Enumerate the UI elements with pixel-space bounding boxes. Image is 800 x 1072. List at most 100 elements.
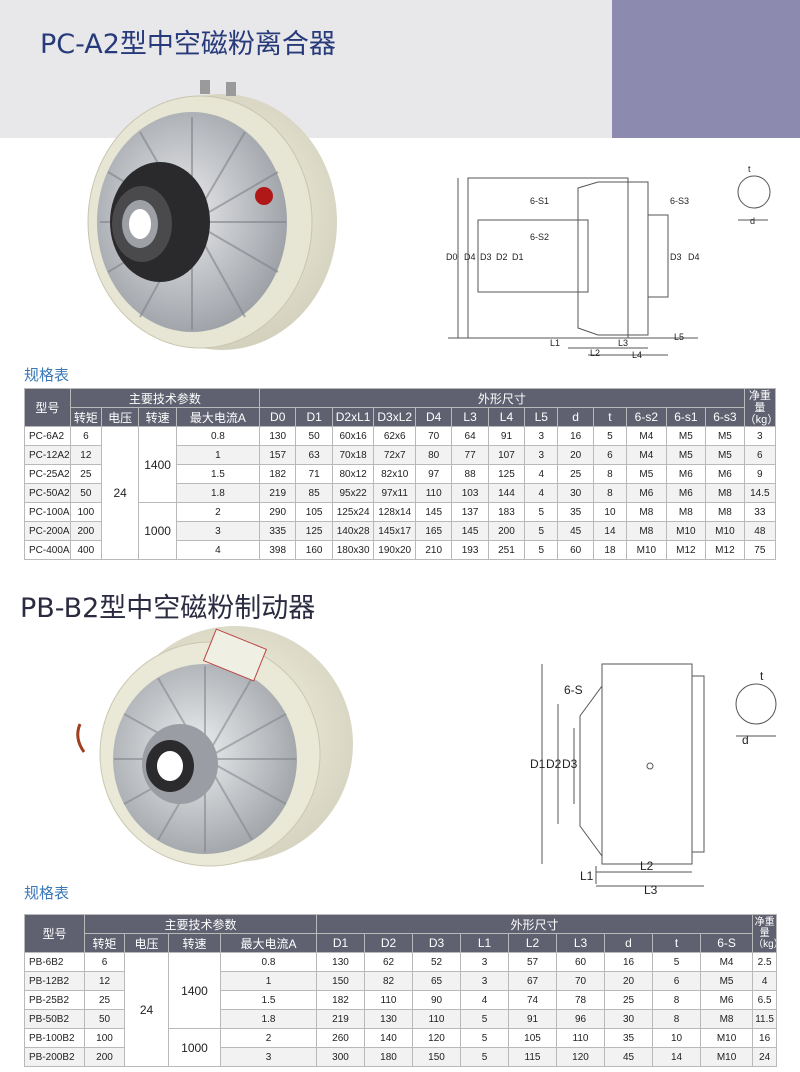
th-tech: 主要技术参数 bbox=[69, 388, 261, 408]
table-cell: 97 bbox=[414, 464, 453, 484]
table-cell: 219 bbox=[259, 483, 297, 503]
table-cell: 80 bbox=[414, 445, 453, 465]
voltage-cell: 24 bbox=[124, 952, 169, 1067]
table-cell: 14 bbox=[592, 521, 628, 541]
th-dim-col: 6-s1 bbox=[665, 407, 707, 427]
drawing-b-label: 6-S bbox=[564, 683, 583, 697]
table-cell: 96 bbox=[556, 1009, 606, 1029]
table-cell: 97x11 bbox=[373, 483, 416, 503]
th-dim-col: d bbox=[557, 407, 594, 427]
drawing-a-label: D3 bbox=[480, 252, 492, 262]
th-dim-col: D1 bbox=[316, 933, 366, 953]
table-cell: 145x17 bbox=[373, 521, 416, 541]
table-cell: 85 bbox=[295, 483, 333, 503]
table-cell: 157 bbox=[259, 445, 297, 465]
table-cell: 193 bbox=[451, 540, 489, 560]
drawing-b-label: L3 bbox=[644, 883, 658, 896]
speed-cell: 1000 bbox=[138, 502, 177, 560]
table-cell: M5 bbox=[705, 426, 745, 446]
th-weight: 净重量（kg） bbox=[743, 388, 777, 427]
table-cell: 25 bbox=[69, 464, 102, 484]
table-cell: 1 bbox=[219, 971, 318, 991]
table-cell: 25 bbox=[557, 464, 594, 484]
table-cell: 4 bbox=[752, 971, 778, 991]
table-cell: 74 bbox=[508, 990, 558, 1010]
th-dims: 外形尺寸 bbox=[316, 914, 754, 934]
table-cell: 70 bbox=[556, 971, 606, 991]
table-cell: PB-12B2 bbox=[24, 971, 85, 991]
th-model: 型号 bbox=[24, 914, 85, 953]
table-cell: 2.5 bbox=[752, 952, 778, 972]
table-cell: M4 bbox=[700, 952, 754, 972]
table-cell: 130 bbox=[316, 952, 366, 972]
table-cell: M10 bbox=[626, 540, 667, 560]
table-cell: 115 bbox=[508, 1047, 558, 1067]
table-cell: 105 bbox=[295, 502, 333, 522]
table-cell: 110 bbox=[556, 1028, 606, 1048]
table-cell: 260 bbox=[316, 1028, 366, 1048]
table-cell: 140x28 bbox=[331, 521, 375, 541]
table-cell: 335 bbox=[259, 521, 297, 541]
table-cell: 130 bbox=[259, 426, 297, 446]
table-cell: 16 bbox=[557, 426, 594, 446]
table-cell: 52 bbox=[412, 952, 462, 972]
table-cell: 210 bbox=[414, 540, 453, 560]
table-cell: M6 bbox=[705, 464, 745, 484]
table-cell: 398 bbox=[259, 540, 297, 560]
table-cell: 290 bbox=[259, 502, 297, 522]
table-cell: PC-100A2 bbox=[24, 502, 71, 522]
table-cell: PB-50B2 bbox=[24, 1009, 85, 1029]
table-cell: 4 bbox=[524, 483, 559, 503]
table-cell: 82x10 bbox=[373, 464, 416, 484]
th-speed: 转速 bbox=[138, 407, 177, 427]
table-cell: 64 bbox=[451, 426, 489, 446]
drawing-b-label: L1 bbox=[580, 869, 594, 883]
table-row: PC-100A210010002290105125x24128x14145137… bbox=[24, 502, 777, 560]
table-cell: 8 bbox=[652, 1009, 702, 1029]
table-cell: 3 bbox=[743, 426, 777, 446]
table-cell: 145 bbox=[451, 521, 489, 541]
table-cell: M10 bbox=[700, 1028, 754, 1048]
drawing-a-label: 6-S1 bbox=[530, 196, 549, 206]
table-cell: 190x20 bbox=[373, 540, 416, 560]
table-cell: 35 bbox=[557, 502, 594, 522]
table-cell: 165 bbox=[414, 521, 453, 541]
table-cell: 107 bbox=[487, 445, 526, 465]
table-cell: 180x30 bbox=[331, 540, 375, 560]
table-cell: 5 bbox=[524, 502, 559, 522]
table-cell: 20 bbox=[604, 971, 654, 991]
table-cell: 2 bbox=[219, 1028, 318, 1048]
table-cell: 70 bbox=[414, 426, 453, 446]
header-accent-block bbox=[612, 0, 800, 138]
th-dim-col: D2xL1 bbox=[331, 407, 375, 427]
drawing-a-label: D2 bbox=[496, 252, 508, 262]
table-cell: 80x12 bbox=[331, 464, 375, 484]
table-cell: 5 bbox=[460, 1028, 510, 1048]
table-cell: 137 bbox=[451, 502, 489, 522]
speed-cell: 1000 bbox=[168, 1028, 221, 1067]
th-dims: 外形尺寸 bbox=[259, 388, 745, 408]
table-cell: 5 bbox=[524, 521, 559, 541]
table-cell: 400 bbox=[69, 540, 102, 560]
drawing-a-label: 6-S3 bbox=[670, 196, 689, 206]
table-cell: 180 bbox=[364, 1047, 414, 1067]
table-cell: 4 bbox=[460, 990, 510, 1010]
drawing-b-label: D2 bbox=[546, 757, 562, 771]
table-cell: 48 bbox=[743, 521, 777, 541]
drawing-a-label: 6-S2 bbox=[530, 232, 549, 242]
table-cell: 251 bbox=[487, 540, 526, 560]
table-cell: 30 bbox=[604, 1009, 654, 1029]
th-dim-col: D3xL2 bbox=[373, 407, 416, 427]
table-cell: M5 bbox=[665, 445, 707, 465]
drawing-a-label: D4 bbox=[688, 252, 700, 262]
table-cell: 35 bbox=[604, 1028, 654, 1048]
table-cell: 12 bbox=[84, 971, 125, 991]
table-cell: 14 bbox=[652, 1047, 702, 1067]
table-cell: PC-25A2 bbox=[24, 464, 71, 484]
table-cell: 110 bbox=[414, 483, 453, 503]
th-current: 最大电流A bbox=[219, 933, 318, 953]
th-tech: 主要技术参数 bbox=[83, 914, 318, 934]
table-cell: 77 bbox=[451, 445, 489, 465]
